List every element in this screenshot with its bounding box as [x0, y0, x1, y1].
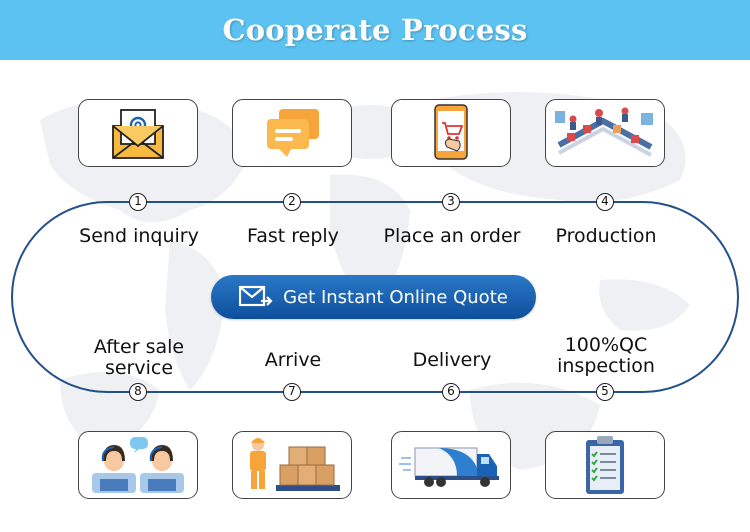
step-7-card — [232, 431, 352, 499]
header-banner: Cooperate Process — [0, 0, 750, 60]
step-4-badge: 4 — [596, 193, 614, 211]
phone-cart-icon — [434, 104, 468, 160]
step-1-card — [78, 99, 198, 167]
step-2-badge: 2 — [283, 193, 301, 211]
step-7-badge: 7 — [283, 383, 301, 401]
step-4-card — [545, 99, 665, 167]
factory-line-icon — [555, 107, 653, 157]
step-8-badge: 8 — [129, 383, 147, 401]
step-5-badge: 5 — [596, 383, 614, 401]
truck-icon — [399, 447, 499, 487]
get-quote-button[interactable]: Get Instant Online Quote — [211, 275, 536, 319]
step-1-badge: 1 — [129, 193, 147, 211]
step-6-label: Delivery — [412, 349, 492, 371]
chat-bubbles-icon — [267, 109, 319, 157]
step-6-badge: 6 — [442, 383, 460, 401]
step-8-card — [78, 431, 198, 499]
support-agents-icon — [92, 437, 184, 493]
step-6-card — [391, 431, 511, 499]
step-3-card — [391, 99, 511, 167]
step-2-card — [232, 99, 352, 167]
step-3-badge: 3 — [442, 193, 460, 211]
worker-boxes-icon — [250, 438, 340, 491]
step-2-label: Fast reply — [247, 225, 339, 247]
clipboard-checklist-icon — [586, 436, 624, 494]
step-4-label: Production — [555, 225, 657, 247]
get-quote-label: Get Instant Online Quote — [283, 286, 508, 308]
step-1-label: Send inquiry — [79, 225, 199, 247]
mail-icon — [239, 285, 273, 307]
step-3-label: Place an order — [383, 225, 521, 247]
step-5-label: 100%QC inspection — [557, 334, 655, 377]
email-envelope-icon — [112, 109, 164, 159]
step-5-card — [545, 431, 665, 499]
page-title: Cooperate Process — [222, 13, 528, 47]
step-7-label: Arrive — [264, 349, 322, 371]
step-8-label: After sale service — [93, 336, 185, 379]
